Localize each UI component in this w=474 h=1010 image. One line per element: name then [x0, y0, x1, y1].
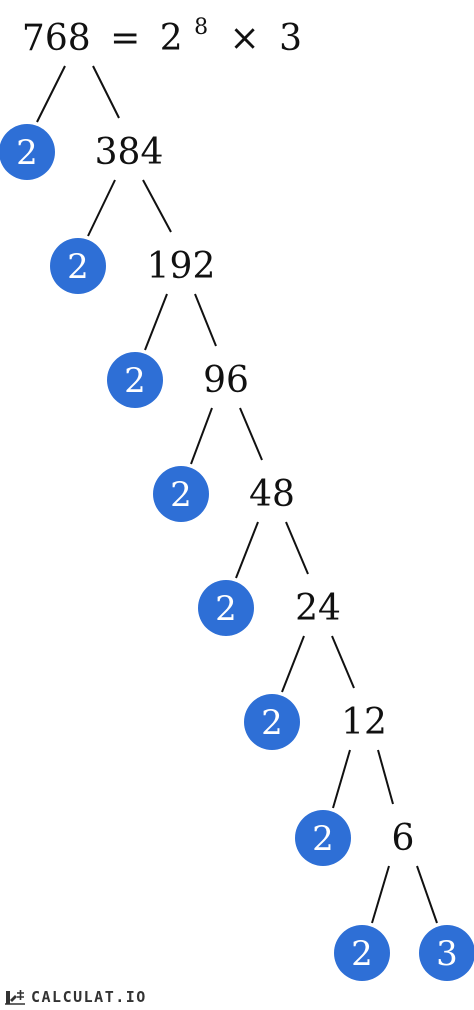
- prime-leaf-label: 2: [170, 475, 192, 515]
- branch-line-right: [142, 179, 172, 233]
- composite-node-24: 24: [295, 588, 341, 629]
- prime-leaf-2: 2: [334, 925, 390, 981]
- branch-line-right: [285, 521, 309, 575]
- prime-leaf-label: 2: [67, 247, 89, 287]
- prime-leaf-circle: [50, 238, 106, 294]
- composite-node-384: 384: [95, 132, 164, 173]
- composite-node-48: 48: [249, 474, 295, 515]
- prime-leaf-label: 2: [16, 133, 38, 173]
- title-exponent: 8: [194, 15, 208, 40]
- prime-leaf-circle: [198, 580, 254, 636]
- prime-leaf-2: 2: [244, 694, 300, 750]
- prime-leaf-2: 2: [198, 580, 254, 636]
- prime-leaf-circle: [244, 694, 300, 750]
- branch-line-right: [194, 293, 217, 347]
- branch-line-left: [332, 749, 351, 809]
- branch-line-left: [371, 865, 390, 924]
- branch-line-left: [190, 407, 213, 465]
- prime-leaf-circle: [107, 352, 163, 408]
- composite-node-12: 12: [341, 702, 387, 743]
- composite-node-96: 96: [203, 360, 249, 401]
- branch-line-right: [377, 749, 394, 805]
- watermark-text: CALCULAT.IO: [31, 988, 147, 1006]
- prime-leaf-2: 2: [0, 124, 55, 180]
- branch-line-right: [416, 865, 438, 924]
- branch-line-right: [92, 65, 120, 119]
- composite-nodes: 384 192 96 48 24 12 6: [95, 132, 415, 859]
- branch-line-left: [87, 179, 116, 237]
- title-times: ×: [230, 18, 260, 59]
- prime-leaf-2: 2: [107, 352, 163, 408]
- prime-leaf-circle: [0, 124, 55, 180]
- branch-line-left: [235, 521, 259, 579]
- prime-leaf-label: 2: [124, 361, 146, 401]
- factorization-title: 768 = 2 8 × 3: [22, 2, 302, 59]
- prime-leaf-label: 2: [312, 819, 334, 859]
- title-remainder: 3: [279, 18, 302, 59]
- prime-leaf-3: 3: [419, 925, 474, 981]
- prime-leaf-label: 3: [436, 934, 458, 974]
- branch-line-left: [281, 635, 305, 693]
- prime-leaf-circle: [295, 810, 351, 866]
- prime-leaf-2: 2: [50, 238, 106, 294]
- prime-leaf-circle: [334, 925, 390, 981]
- composite-node-192: 192: [147, 246, 216, 287]
- prime-leaf-label: 2: [215, 589, 237, 629]
- prime-leaf-2: 2: [295, 810, 351, 866]
- watermark: CALCULAT.IO: [4, 986, 147, 1008]
- branch-line-left: [144, 293, 168, 351]
- title-equals: =: [110, 18, 140, 59]
- branch-line-right: [239, 407, 263, 461]
- calculatio-logo-icon: [5, 990, 25, 1005]
- prime-leaves: 2 2 2 2 2 2 2 2 3: [0, 124, 474, 981]
- title-base: 2: [160, 18, 183, 59]
- composite-node-6: 6: [392, 818, 415, 859]
- title-number: 768: [22, 18, 91, 59]
- prime-leaf-2: 2: [153, 466, 209, 522]
- prime-leaf-circle: [153, 466, 209, 522]
- prime-leaf-label: 2: [261, 703, 283, 743]
- prime-leaf-circle: [419, 925, 474, 981]
- prime-leaf-label: 2: [351, 934, 373, 974]
- branch-lines: [36, 65, 438, 924]
- branch-line-left: [36, 65, 66, 123]
- branch-line-right: [331, 635, 355, 689]
